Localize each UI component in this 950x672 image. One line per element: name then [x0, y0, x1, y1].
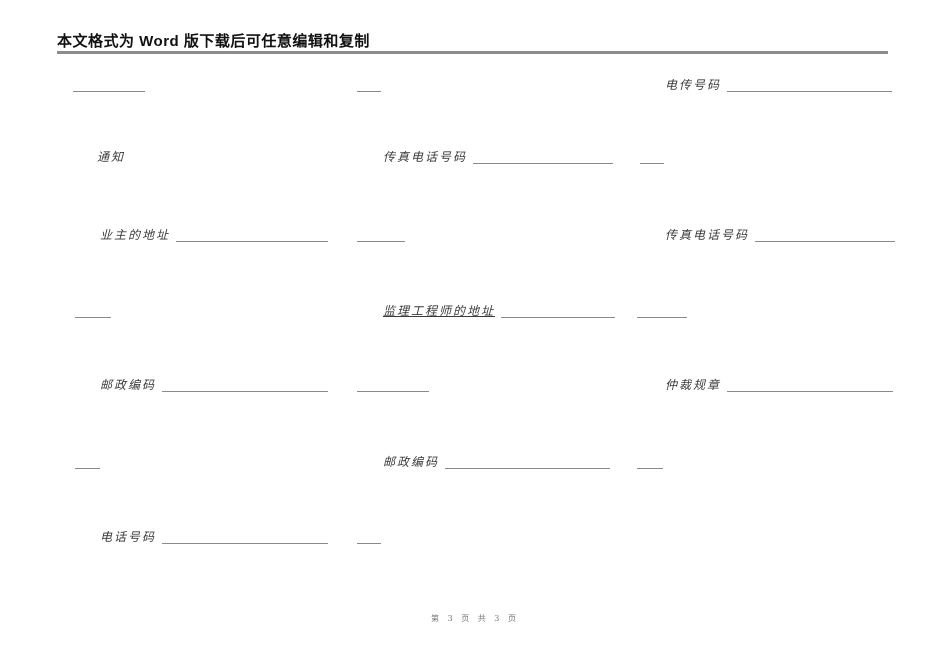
field-telex-number: 电传号码: [665, 78, 893, 92]
blank-line-3[interactable]: [640, 150, 664, 164]
fill-in-line[interactable]: [727, 78, 893, 92]
fill-in-line[interactable]: [755, 228, 896, 242]
fill-in-line[interactable]: [357, 78, 381, 92]
field-label: 业主的地址: [100, 228, 171, 242]
fill-in-line[interactable]: [501, 304, 616, 318]
field-label: 电传号码: [665, 78, 722, 92]
fill-in-line[interactable]: [445, 455, 611, 469]
fill-in-line[interactable]: [162, 378, 329, 392]
field-label: 监理工程师的地址: [383, 304, 496, 318]
page-indicator: 第 3 页 共 3 页: [431, 614, 519, 623]
blank-line-5[interactable]: [75, 304, 111, 318]
field-label: 传真电话号码: [383, 150, 468, 164]
blank-line-7[interactable]: [357, 378, 429, 392]
blank-line-9[interactable]: [637, 455, 663, 469]
label-notice: 通知: [97, 150, 125, 164]
blank-line-2[interactable]: [357, 78, 381, 92]
blank-line-1[interactable]: [73, 78, 145, 92]
blank-line-10[interactable]: [357, 530, 381, 544]
fill-in-line[interactable]: [357, 378, 429, 392]
field-label: 电话号码: [100, 530, 157, 544]
blank-line-4[interactable]: [357, 228, 405, 242]
fill-in-line[interactable]: [637, 304, 687, 318]
fill-in-line[interactable]: [176, 228, 329, 242]
field-label: 传真电话号码: [665, 228, 750, 242]
field-label: 邮政编码: [100, 378, 157, 392]
field-label: 仲裁规章: [665, 378, 722, 392]
fill-in-line[interactable]: [357, 530, 381, 544]
field-postal-code-2: 邮政编码: [383, 455, 611, 469]
fill-in-line[interactable]: [73, 78, 145, 92]
field-fax-phone-number-1: 传真电话号码: [383, 150, 614, 164]
field-fax-phone-number-2: 传真电话号码: [665, 228, 896, 242]
fill-in-line[interactable]: [75, 304, 111, 318]
field-phone-number: 电话号码: [100, 530, 329, 544]
fill-in-line[interactable]: [162, 530, 329, 544]
fill-in-line[interactable]: [473, 150, 614, 164]
fill-in-line[interactable]: [727, 378, 894, 392]
blank-line-8[interactable]: [75, 455, 100, 469]
blank-line-6[interactable]: [637, 304, 687, 318]
fill-in-line[interactable]: [637, 455, 663, 469]
fill-in-line[interactable]: [357, 228, 405, 242]
field-engineer-address: 监理工程师的地址: [383, 304, 616, 318]
field-label: 邮政编码: [383, 455, 440, 469]
header-divider: [57, 51, 888, 54]
field-label: 通知: [97, 150, 126, 164]
field-owner-address: 业主的地址: [100, 228, 329, 242]
field-postal-code-1: 邮政编码: [100, 378, 329, 392]
field-arbitration-rules: 仲裁规章: [665, 378, 894, 392]
header-notice: 本文格式为 Word 版下载后可任意编辑和复制: [57, 33, 370, 50]
fill-in-line[interactable]: [75, 455, 100, 469]
fill-in-line[interactable]: [640, 150, 664, 164]
